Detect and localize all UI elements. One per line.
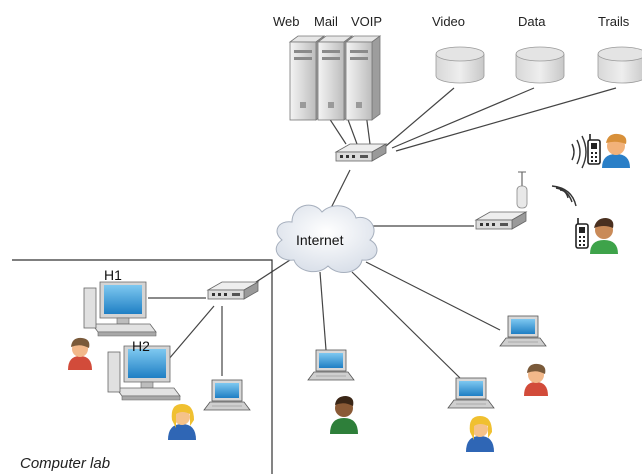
- person-icon: [68, 337, 92, 370]
- laptop-icon: [307, 349, 355, 381]
- server-label-voip: VOIP: [351, 14, 382, 29]
- database-icon: [515, 46, 565, 84]
- desktop-computer-icon: [83, 281, 157, 337]
- person-icon: [524, 363, 548, 396]
- antenna-icon: [516, 171, 528, 209]
- router-icon: [475, 211, 527, 230]
- person-icon: [590, 218, 618, 254]
- server-label-mail: Mail: [314, 14, 338, 29]
- computer-lab-boundary: [12, 259, 273, 474]
- router-icon: [335, 143, 387, 162]
- mobile-user-top: [571, 133, 630, 169]
- internet-label: Internet: [296, 232, 344, 248]
- desktop-computer-icon: [107, 345, 181, 401]
- wireless-waves: [571, 135, 587, 169]
- server-label-web: Web: [273, 14, 300, 29]
- router-icon: [207, 281, 259, 300]
- person-icon: [466, 416, 494, 452]
- storage-label-data: Data: [518, 14, 546, 29]
- network-links: [148, 87, 617, 379]
- cloud-icon: [275, 204, 378, 274]
- laptop-icon: [203, 379, 251, 411]
- wireless-waves: [551, 185, 577, 207]
- mobile-user-bottom: [551, 185, 618, 254]
- person-icon: [602, 133, 630, 168]
- laptop-icon: [447, 377, 495, 409]
- person-icon: [330, 396, 358, 434]
- server-icon: [345, 35, 381, 121]
- laptop-icon: [499, 315, 547, 347]
- host-label-h1: H1: [104, 267, 122, 283]
- computer-lab-label: Computer lab: [20, 455, 110, 472]
- database-icon: [435, 46, 485, 84]
- database-icon: [597, 46, 642, 84]
- server-group: [289, 35, 381, 121]
- storage-label-trails: Trails: [598, 14, 630, 29]
- mobile-phone-icon: [587, 133, 601, 165]
- host-label-h2: H2: [132, 338, 150, 354]
- mobile-phone-icon: [575, 217, 589, 249]
- storage-label-video: Video: [432, 14, 465, 29]
- person-icon: [168, 404, 196, 440]
